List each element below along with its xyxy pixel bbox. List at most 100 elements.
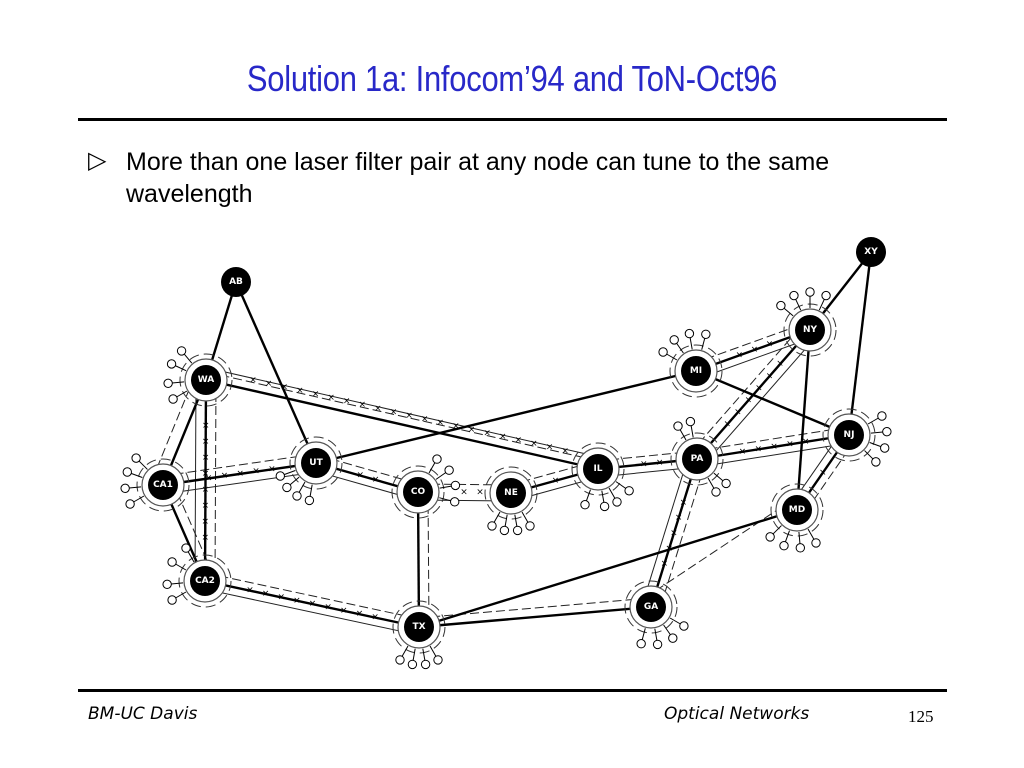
node-label-mi: MI [690,366,702,376]
node-disc [795,315,825,345]
port-circle-1 [668,633,678,643]
link-ab-ut [234,281,318,464]
node-xy: XY [856,237,886,267]
node-ab: AB [221,267,251,297]
link-wa-il [205,378,599,471]
port-circle-2 [450,480,461,491]
node-ring-outer [136,458,190,512]
link-xy-nj [847,251,873,436]
wavelength-mark-0-5: × [312,390,320,400]
node-ny: NY [776,287,837,357]
port-stub [798,531,801,544]
port-stub [187,551,195,563]
port-stub [870,431,883,434]
port-circle-0 [658,347,668,357]
wavelength-mark-0-2: × [265,379,273,389]
port-stub [807,528,815,540]
port-stub [514,514,518,527]
link-ny-pa [696,329,811,460]
page-number: 125 [908,707,934,726]
wavelength-mark-0-9: × [374,404,382,414]
port-circle-0 [304,495,315,506]
port-circle-0 [125,499,135,509]
footer-author: BM-UC Davis [88,704,198,724]
link-co-tx [416,491,421,628]
port-circle-3 [131,453,141,463]
node-disc [221,267,251,297]
port-circle-2 [880,443,890,453]
node-disc [681,356,711,386]
port-circle-1 [163,378,173,389]
port-stub [172,381,185,384]
port-stub [641,628,646,640]
node-pa: PA [670,416,731,497]
port-stub [133,495,145,503]
port-circle-2 [624,486,634,496]
port-stub [690,425,694,438]
wavelength-mark-0-16: × [483,429,491,439]
port-circle-3 [580,500,590,510]
node-disc [191,365,221,395]
port-circle-3 [871,457,881,467]
wavelength-mark-0-3: × [281,383,289,393]
port-circle-0 [433,655,443,665]
port-circle-3 [701,329,711,339]
port-circle-1 [120,483,130,494]
port-stub [422,648,426,661]
port-stub [869,442,882,448]
node-label-nj: NJ [844,430,855,440]
port-circle-0 [673,421,683,431]
node-label-ca1: CA1 [153,480,173,490]
node-ne: NE [484,466,538,536]
wavelength-mark-0-18: × [515,436,523,446]
node-ring-outer [391,465,445,519]
node-nj: NJ [822,408,892,467]
wavelength-mark-0-21: × [561,446,569,456]
node-label-ne: NE [504,488,518,498]
port-circle-3 [721,478,731,489]
port-circle-1 [599,501,610,512]
node-ring-outer [571,442,625,496]
port-stub [439,485,452,489]
port-stub [171,582,184,585]
port-circle-2 [407,659,418,670]
lightpath-pa-ga-0 [659,461,707,610]
port-stub [666,353,678,361]
port-circle-3 [636,639,646,649]
wavelength-mark-0-14: × [452,421,460,431]
port-stub [283,470,296,476]
wavelength-mark-0-7: × [343,397,351,407]
bullet-text: More than one laser filter pair at any n… [126,148,830,208]
port-circle-2 [166,359,177,369]
port-stub [615,481,627,489]
lightpath-wa-ca2-0 [214,380,217,582]
port-stub [818,298,825,311]
port-circle-0 [612,497,622,507]
lightpath-tx-ga-0 [418,597,651,619]
port-stub [504,514,508,527]
node-label-md: MD [789,505,805,515]
port-circle-1 [669,335,679,345]
link-pa-ga [649,458,699,608]
footer-course: Optical Networks [664,704,810,724]
node-label-il: IL [593,464,602,474]
port-stub [175,563,187,571]
link-ut-mi [315,369,697,465]
port-stub [401,645,409,657]
port-circle-1 [512,525,523,536]
port-stub [867,417,879,425]
port-circle-0 [168,394,178,404]
port-circle-2 [684,328,695,339]
port-circle-0 [499,525,510,536]
node-label-ca2: CA2 [195,576,215,586]
wavelength-mark-0-4: × [296,386,304,396]
port-circle-0 [167,595,177,605]
node-ring-outer [392,600,446,654]
lightpath-wa-il-0 [207,371,600,462]
node-disc [682,444,712,474]
node-ring-outer [484,466,538,520]
port-stub [679,429,687,441]
port-stub [435,472,447,480]
node-ring-outer [770,483,824,537]
port-stub [175,591,187,599]
